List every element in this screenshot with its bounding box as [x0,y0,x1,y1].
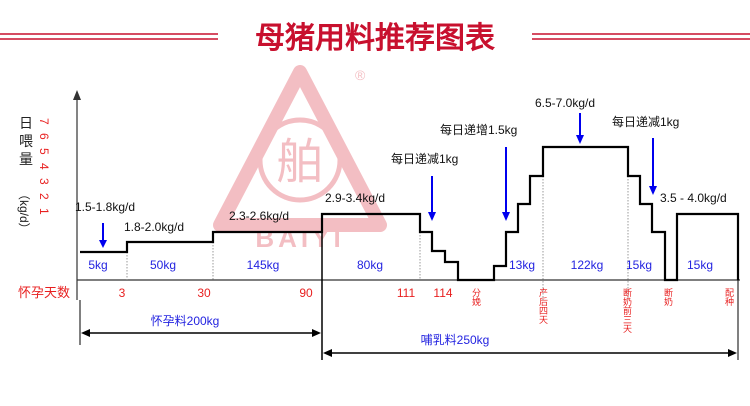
y-axis-label: 日 喂 量 （kg/d） [17,115,33,235]
svg-text:1: 1 [37,208,51,215]
x-tick-vertical: 分娩 [471,288,481,307]
period-arrows [81,329,737,357]
x-tick: 90 [299,286,313,300]
watermark-logo: 舶 BAIYI ® [213,65,387,253]
y-axis-ticks: 7 6 5 4 3 2 1 [37,118,51,215]
svg-text:6: 6 [37,133,51,140]
x-tick: 114 [433,286,452,300]
x-axis-label: 怀孕天数 [18,285,70,300]
x-tick: 30 [197,286,211,300]
amount-label: 5kg [88,258,107,272]
rate-label: 6.5-7.0kg/d [535,96,595,110]
rate-label: 3.5 - 4.0kg/d [660,191,727,205]
registered-mark: ® [355,67,366,83]
amount-label: 15kg [687,258,713,272]
svg-text:量: 量 [19,151,33,167]
rate-label: 1.5-1.8kg/d [75,200,135,214]
amount-label: 122kg [571,258,604,272]
x-tick-vertical: 断奶 [663,287,673,307]
gestation-feed-label: 怀孕料200kg [151,314,220,328]
lactation-feed-label: 哺乳料250kg [421,333,490,347]
rate-label: 1.8-2.0kg/d [124,220,184,234]
x-tick: 3 [119,286,126,300]
rate-label: 2.3-2.6kg/d [229,209,289,223]
axes [73,90,740,300]
rate-label: 2.9-3.4kg/d [325,191,385,205]
svg-text:喂: 喂 [19,133,33,149]
amount-label: 80kg [357,258,383,272]
amount-label: 50kg [150,258,176,272]
amount-label: 15kg [626,258,652,272]
x-tick-vertical: 配种 [724,288,734,307]
title-decoration [0,33,750,40]
x-tick: 111 [397,286,416,300]
svg-text:2: 2 [37,193,51,200]
watermark-glyph: 舶 [276,136,324,189]
svg-text:7: 7 [37,118,51,125]
svg-text:5: 5 [37,148,51,155]
svg-text:3: 3 [37,178,51,185]
watermark-brand: BAIYI [255,223,344,253]
x-tick-vertical: 产后四天 [538,287,548,325]
note-label: 每日递减1kg [391,151,458,166]
note-label: 每日递增1.5kg [440,122,517,137]
x-tick-vertical: 断奶前三天 [622,287,632,334]
page-title: 母猪用料推荐图表 [255,22,495,55]
amount-label: 145kg [247,258,280,272]
y-axis-unit: （kg/d） [17,188,31,235]
period-separators [126,176,629,300]
svg-text:日: 日 [19,115,33,131]
amount-label: 13kg [509,258,535,272]
note-label: 每日递减1kg [612,114,679,129]
arrow-icons [99,113,657,248]
svg-text:4: 4 [37,163,51,170]
